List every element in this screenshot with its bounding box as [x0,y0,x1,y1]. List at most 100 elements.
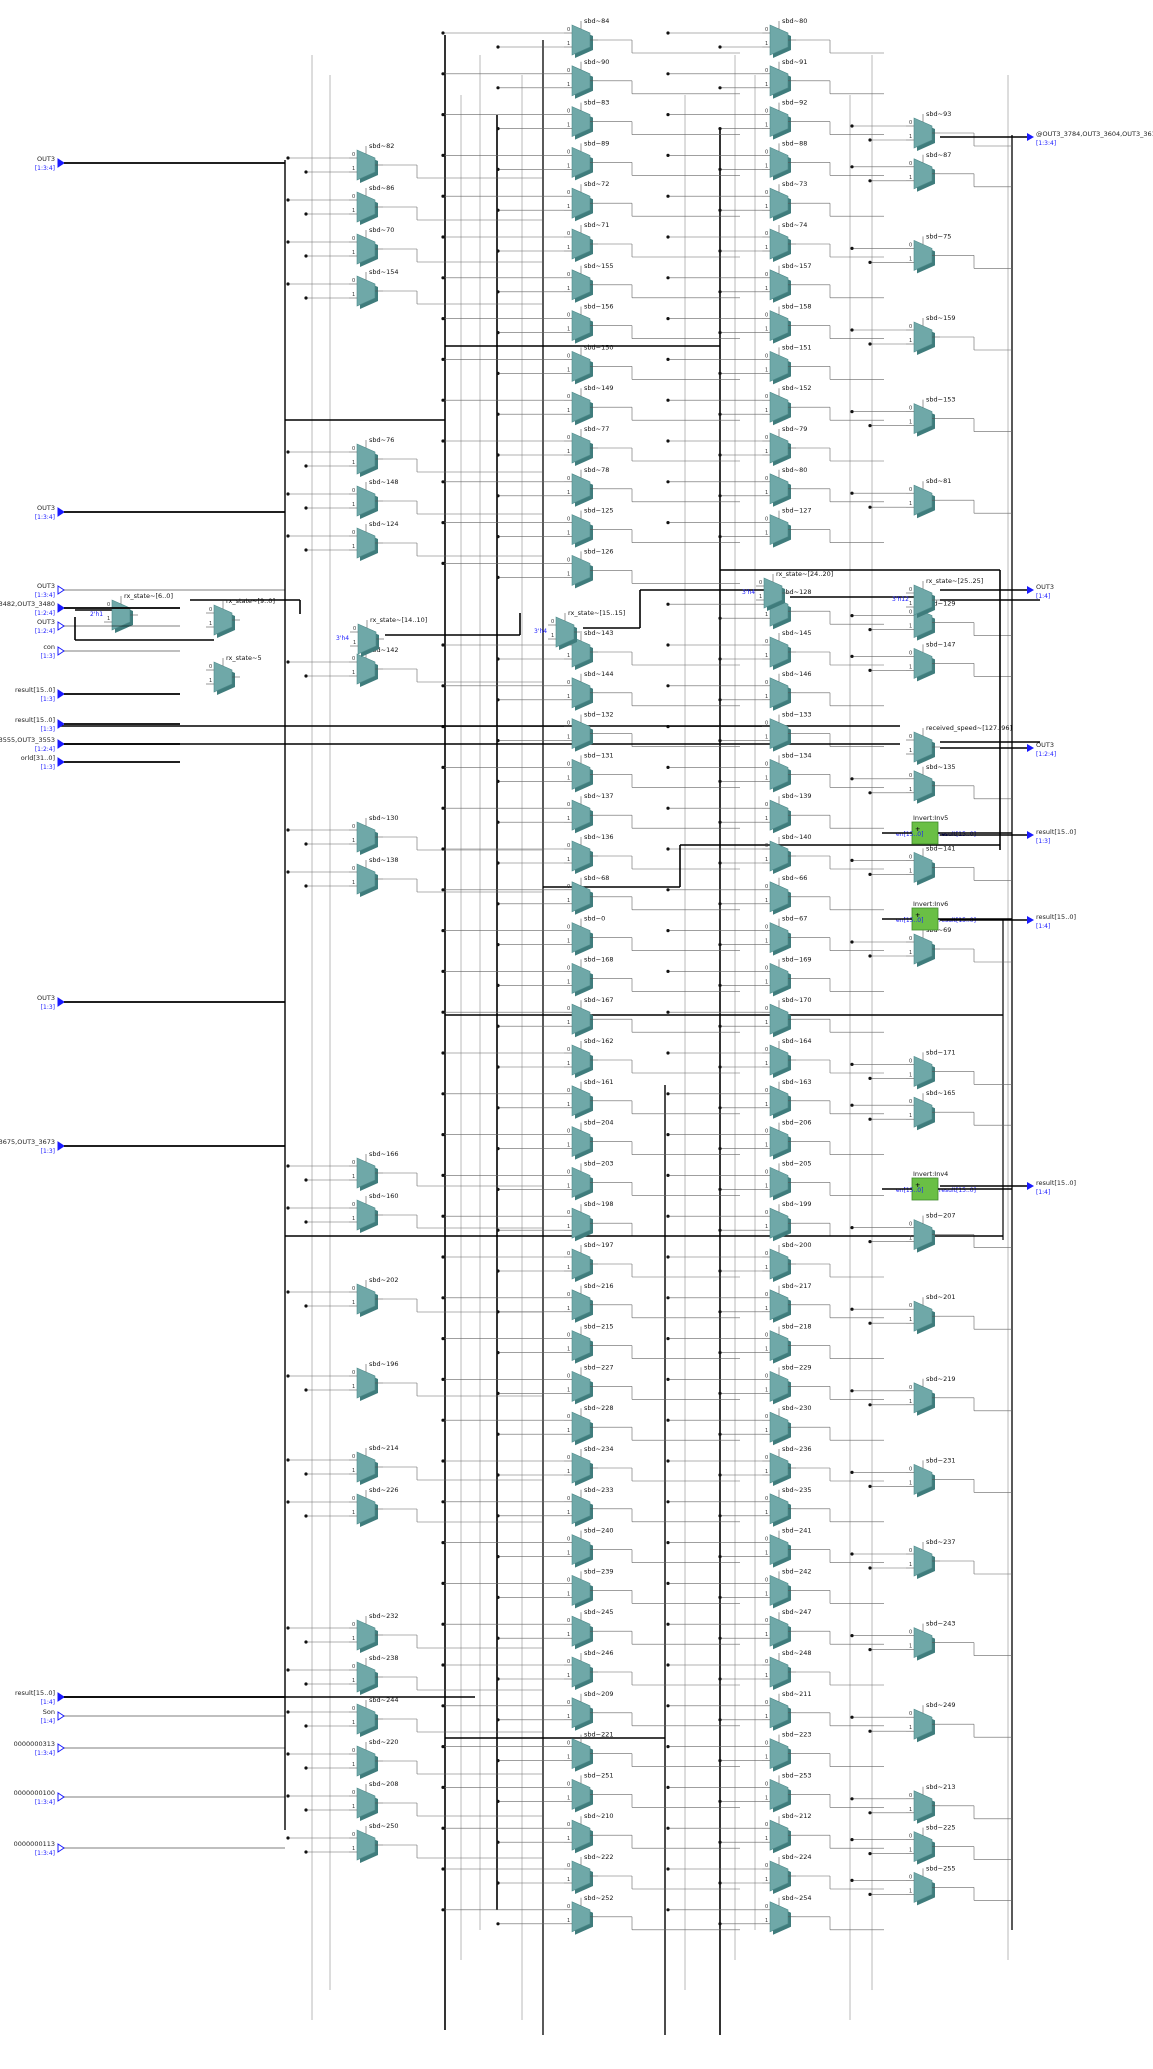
junction-dot [286,828,290,832]
mux-body [356,485,376,517]
mux-body [913,1300,933,1332]
junction-dot [718,249,722,253]
input-port-name: result[15..0] [15,686,55,694]
pin-label: 1 [765,449,768,455]
pin-label: 1 [567,408,570,414]
junction-dot [496,371,500,375]
pin-label: 1 [765,1714,768,1720]
input-port-name: OUT3 [37,618,55,626]
junction-dot [441,1785,445,1789]
pin-label: 0 [352,1706,355,1712]
input-port-name: OUT3 [37,504,55,512]
pin-label: 0 [567,1741,570,1747]
junction-dot [496,290,500,294]
mux-body [356,149,376,181]
cell-label: sbd~159 [926,314,956,322]
junction-dot [441,357,445,361]
pin-label: 1 [909,338,912,344]
cell-label: sbd~163 [782,1078,812,1086]
pin-label: 1 [352,838,355,844]
junction-dot [850,1715,854,1719]
mux-body [571,269,591,301]
pin-label: 0 [765,231,768,237]
input-port-name: OUT3 [37,155,55,163]
junction-dot [496,412,500,416]
pin-label: 1 [567,816,570,822]
junction-dot [441,561,445,566]
cell-label: sbd~205 [782,1159,812,1167]
pin-label: 0 [567,272,570,278]
mux-body [571,310,591,342]
adder-label: Invert:Inv5 [913,814,948,822]
pin-label: 1 [765,857,768,863]
pin-label: 1 [352,1216,355,1222]
pin-label: 0 [353,626,356,632]
cell-label: sbd~238 [369,1654,399,1662]
pin-label: 1 [352,250,355,256]
pin-label: 0 [909,1303,912,1309]
cell-label: sbd~142 [369,646,399,654]
junction-dot [441,31,445,35]
pin-label: 0 [765,149,768,155]
cell-label: sbd~70 [369,226,394,234]
junction-dot [718,943,722,947]
mux-body [571,1493,591,1525]
cell-label: sbd~213 [926,1783,956,1791]
junction-dot [441,765,445,770]
mux-body [356,1451,376,1483]
cell-label: sbd~251 [584,1771,614,1779]
junction-dot [868,954,872,958]
cell-label: sbd~67 [782,915,807,923]
cell-label: sbd~242 [782,1567,812,1575]
junction-dot [666,1255,670,1259]
junction-dot [718,331,722,335]
junction-dot [496,1636,500,1640]
input-port-bus: [1:3:4] [35,165,55,172]
junction-dot [441,1622,445,1626]
cell-label: sbd~148 [369,478,399,486]
junction-dot [868,1852,872,1856]
mux-body [769,1289,789,1321]
junction-dot [666,1581,670,1585]
mux-body [571,187,591,219]
pin-label: 0 [765,1822,768,1828]
junction-dot [441,1500,445,1504]
output-port-name: result[15..0] [1036,913,1076,921]
input-port: 0000000313[1:3:4] [14,1740,285,1757]
mux-body [356,1745,376,1777]
junction-dot [850,1307,854,1311]
pin-label: 1 [567,1551,570,1557]
input-port-name: 0000000313 [14,1740,55,1748]
input-port-name: Son [43,1708,55,1716]
junction-dot [286,1626,290,1630]
pin-label: 0 [567,1251,570,1257]
junction-dot [441,1459,445,1463]
cell-label: sbd~156 [584,303,614,311]
mux-body [913,1055,933,1087]
input-port: OUT3_3675,OUT3_3673[1:3] [0,1138,285,1155]
pin-label: 1 [765,245,768,251]
pin-label: 1 [567,204,570,210]
mux-body [769,146,789,178]
cell-label: sbd~232 [369,1612,399,1620]
junction-dot [666,765,670,770]
input-arrow-icon [57,689,65,699]
junction-dot [496,1595,500,1599]
pin-label: 1 [765,1877,768,1883]
mux-body [571,1819,591,1851]
cell-label: sbd~154 [369,268,399,276]
